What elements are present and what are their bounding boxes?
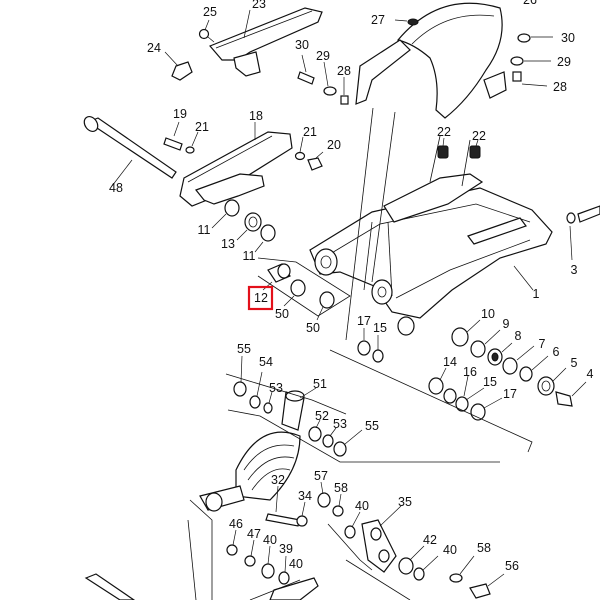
callout-6: 6 bbox=[553, 345, 560, 359]
callout-53-bottom: 53 bbox=[333, 417, 347, 431]
callout-28-right: 28 bbox=[553, 80, 567, 94]
callout-54: 54 bbox=[259, 355, 273, 369]
callout-40-d: 40 bbox=[289, 557, 303, 571]
lower-linkage bbox=[84, 481, 505, 600]
callout-32: 32 bbox=[271, 473, 285, 487]
callout-30-left: 30 bbox=[295, 38, 309, 52]
callout-50-left: 50 bbox=[275, 307, 289, 321]
bolt-30-right bbox=[517, 33, 553, 43]
callout-7: 7 bbox=[539, 337, 546, 351]
callout-10: 10 bbox=[481, 307, 495, 321]
bearing-50-upper bbox=[283, 279, 306, 307]
grommet-22-right bbox=[469, 139, 481, 159]
callout-28-left: 28 bbox=[337, 64, 351, 78]
callout-8: 8 bbox=[515, 329, 522, 343]
washer-29-left bbox=[323, 61, 337, 96]
callout-56: 56 bbox=[505, 559, 519, 573]
callout-highlight-box[interactable] bbox=[247, 285, 274, 311]
callout-30-right: 30 bbox=[561, 31, 575, 45]
callout-57: 57 bbox=[314, 469, 328, 483]
callout-15-bottom: 15 bbox=[483, 375, 497, 389]
chain-slider bbox=[179, 131, 293, 207]
callout-17-bottom: 17 bbox=[503, 387, 517, 401]
callout-29-left: 29 bbox=[316, 49, 330, 63]
callout-3: 3 bbox=[571, 263, 578, 277]
bolt-20 bbox=[307, 151, 324, 171]
callout-55-top: 55 bbox=[237, 342, 251, 356]
callout-34: 34 bbox=[298, 489, 312, 503]
chain-adjuster-3 bbox=[566, 205, 600, 261]
callout-58-top: 58 bbox=[334, 481, 348, 495]
callout-21-right: 21 bbox=[303, 125, 317, 139]
callout-22-left: 22 bbox=[437, 125, 451, 139]
callout-5: 5 bbox=[571, 356, 578, 370]
callout-11-top: 11 bbox=[198, 223, 211, 237]
callout-53-top: 53 bbox=[269, 381, 283, 395]
pivot-shaft bbox=[83, 115, 177, 187]
callout-15-top: 15 bbox=[373, 321, 387, 335]
callout-40-c: 40 bbox=[443, 543, 457, 557]
callout-26: 26 bbox=[523, 0, 537, 7]
callout-23: 23 bbox=[252, 0, 266, 11]
callout-labels: 25 23 26 27 24 30 29 28 30 29 28 19 18 2… bbox=[109, 0, 593, 573]
callout-27: 27 bbox=[371, 13, 385, 27]
callout-9: 9 bbox=[503, 317, 510, 331]
callout-55-bottom: 55 bbox=[365, 419, 379, 433]
collar-28-right bbox=[512, 71, 548, 87]
callout-18: 18 bbox=[249, 109, 263, 123]
bearing-50-lower bbox=[316, 291, 335, 321]
bolt-19 bbox=[163, 121, 183, 151]
washer-21-right bbox=[294, 136, 306, 161]
callout-39: 39 bbox=[279, 542, 293, 556]
callout-19: 19 bbox=[173, 107, 187, 121]
washer-29-right bbox=[510, 56, 551, 66]
callout-25: 25 bbox=[203, 5, 217, 19]
callout-4: 4 bbox=[587, 367, 594, 381]
grommet-22-left bbox=[437, 137, 449, 159]
chain-guard bbox=[171, 7, 323, 81]
callout-16: 16 bbox=[463, 365, 477, 379]
collar-12 bbox=[262, 263, 291, 291]
bushing-stack-right bbox=[451, 319, 587, 407]
nut-27 bbox=[394, 18, 419, 26]
collar-28-left bbox=[340, 77, 349, 105]
callout-47: 47 bbox=[247, 527, 261, 541]
callout-52: 52 bbox=[315, 409, 329, 423]
callout-21-left: 21 bbox=[195, 120, 209, 134]
callout-11-bottom: 11 bbox=[243, 249, 256, 263]
bushing-11-top bbox=[211, 199, 240, 229]
callout-13: 13 bbox=[221, 237, 235, 251]
bolt-25 bbox=[198, 28, 215, 43]
callout-40-b: 40 bbox=[263, 533, 277, 547]
bearing-13 bbox=[236, 212, 262, 241]
callout-58-bottom: 58 bbox=[477, 541, 491, 555]
callout-12: 12 bbox=[254, 291, 268, 305]
callout-24: 24 bbox=[147, 41, 161, 55]
callout-14: 14 bbox=[443, 355, 457, 369]
callout-17-top: 17 bbox=[357, 314, 371, 328]
rear-fender bbox=[355, 2, 507, 119]
callout-48: 48 bbox=[109, 181, 123, 195]
callout-50-right: 50 bbox=[306, 321, 320, 335]
callout-22-right: 22 bbox=[472, 129, 486, 143]
callout-42: 42 bbox=[423, 533, 437, 547]
bolt-30-left bbox=[297, 54, 315, 85]
callout-51: 51 bbox=[313, 377, 327, 391]
link-bushings bbox=[357, 328, 503, 421]
callout-35: 35 bbox=[398, 495, 412, 509]
callout-40-a: 40 bbox=[355, 499, 369, 513]
bushing-11-bottom bbox=[254, 224, 276, 253]
callout-1: 1 bbox=[533, 287, 540, 301]
swingarm bbox=[309, 173, 553, 336]
callout-46: 46 bbox=[229, 517, 243, 531]
callout-29-right: 29 bbox=[557, 55, 571, 69]
callout-20: 20 bbox=[327, 138, 341, 152]
washer-21-left bbox=[185, 131, 199, 154]
